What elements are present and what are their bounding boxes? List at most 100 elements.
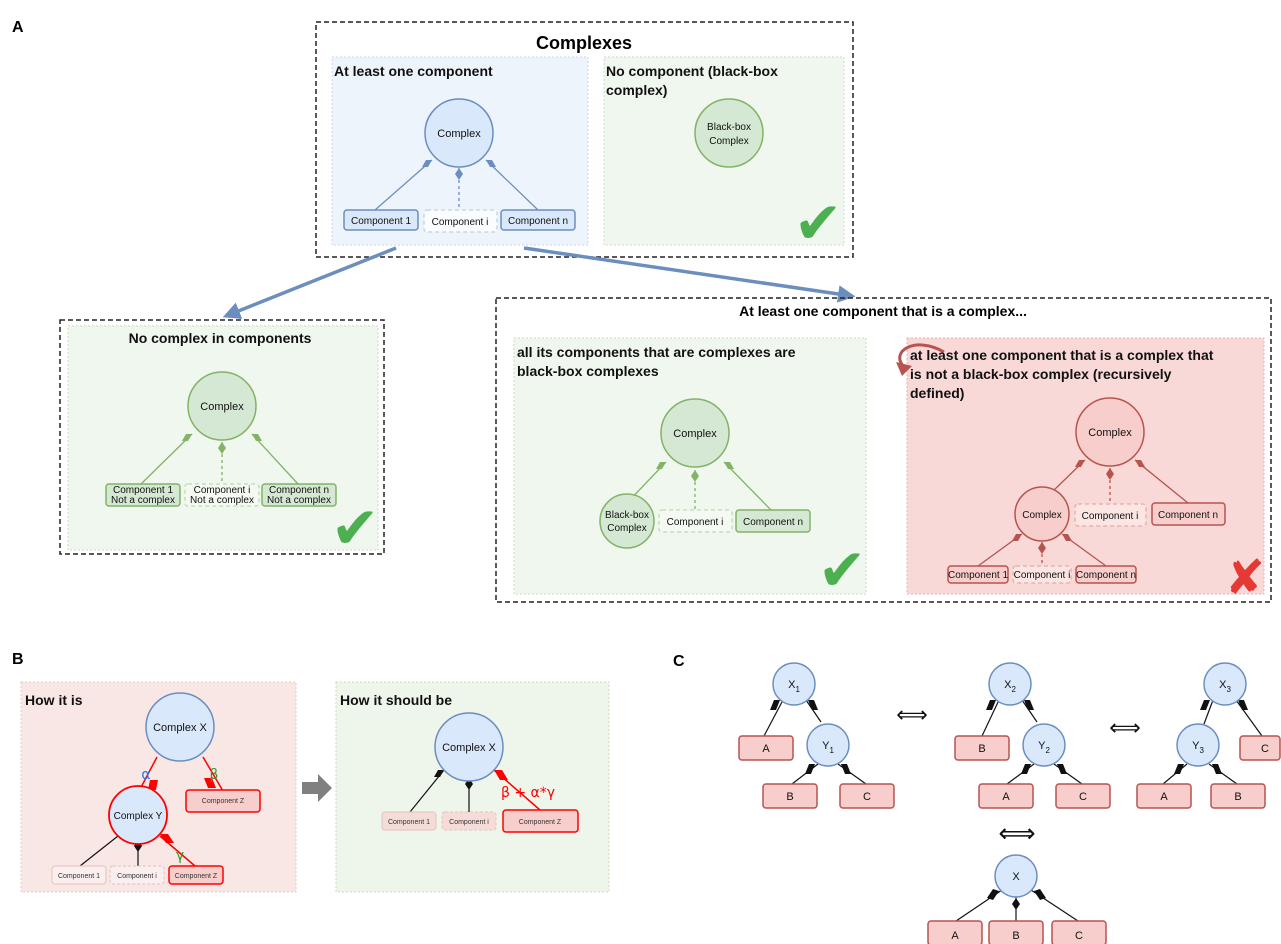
a-box	[927, 920, 983, 944]
component-n-box	[1075, 565, 1137, 584]
complex-node-label: Complex	[200, 401, 244, 413]
a-box	[1136, 783, 1192, 809]
at-least-one-title: At least one component	[334, 63, 493, 79]
c-label: C	[863, 791, 871, 803]
b-label: B	[978, 743, 985, 755]
component-i-box	[1012, 565, 1072, 584]
c-box	[1239, 735, 1281, 761]
complex-node-label: Complex	[1088, 427, 1132, 439]
link-line	[140, 433, 193, 485]
transform-arrow	[302, 774, 332, 802]
blackbox-complex-node	[694, 98, 764, 168]
component-1-label: Component 1	[113, 485, 173, 496]
component-i-label: Component i	[449, 819, 489, 826]
component-z-label: Component Z	[175, 873, 218, 880]
b-box	[762, 783, 818, 809]
link-line	[202, 756, 224, 792]
component-i-box	[658, 509, 733, 533]
complex-x-node	[145, 692, 215, 762]
equivalence-arrow: ⟺	[1109, 716, 1141, 741]
panel-label-a: A	[12, 19, 24, 36]
link-line	[485, 159, 539, 211]
component-1-box	[343, 209, 419, 231]
composition-diamond	[1106, 468, 1114, 480]
c-label: C	[1079, 791, 1087, 803]
beta-weight-diamond	[204, 778, 216, 788]
b-box	[954, 735, 1010, 761]
complex-x-label: Complex X	[153, 722, 207, 734]
composition-diamond	[656, 462, 666, 469]
composition-diamond	[434, 770, 444, 777]
recursive-arrow	[898, 343, 945, 370]
check-mark: ✔	[794, 189, 843, 257]
complex-node-label: Complex	[437, 128, 481, 140]
component-n-box	[1151, 502, 1226, 526]
check-mark: ✔	[818, 536, 867, 604]
how-it-is-title: How it is	[25, 692, 83, 708]
component-i-box	[109, 865, 165, 885]
component-n-box	[735, 509, 811, 533]
complex-x-label: Complex X	[442, 742, 496, 754]
x1-node	[772, 662, 816, 706]
arrow-to-one-complex	[523, 246, 856, 303]
component-i-box	[184, 483, 260, 507]
panel-label-c: C	[673, 653, 685, 670]
composition-diamond	[724, 462, 734, 469]
composition-diamond	[691, 470, 699, 482]
composition-diamond	[1062, 534, 1072, 541]
complex-node-label: Complex	[673, 428, 717, 440]
b-label: B	[786, 791, 793, 803]
component-i-label: Component i	[432, 217, 489, 228]
component-1-box	[947, 565, 1009, 584]
component-i-box	[1074, 503, 1147, 527]
all-blackbox-title-line2: black-box complexes	[517, 363, 659, 379]
component-1-label: Component 1	[58, 873, 100, 880]
component-i-label: Component i	[1082, 511, 1139, 522]
b-label: B	[1012, 930, 1019, 942]
c-box	[1055, 783, 1111, 809]
composition-diamond	[486, 160, 496, 167]
composition-diamond	[1135, 460, 1145, 467]
complex-node	[187, 371, 257, 441]
component-i-label: Component i	[1014, 570, 1071, 581]
composition-diamond	[422, 160, 432, 167]
one-is-complex-title: At least one component that is a complex…	[739, 303, 1027, 319]
y1-node	[806, 723, 850, 767]
composition-diamond	[1012, 534, 1022, 541]
tree-x2	[981, 699, 1083, 785]
link-line	[79, 835, 119, 867]
arrow-to-no-complex	[222, 246, 397, 319]
a-box	[738, 735, 794, 761]
link-line	[723, 461, 772, 511]
a-label: A	[762, 743, 770, 755]
x3-label: X3	[1219, 679, 1231, 694]
not-a-complex-label: Not a complex	[267, 495, 331, 506]
c-label: C	[1261, 743, 1269, 755]
component-n-label: Component n	[508, 216, 568, 227]
component-1-box	[381, 811, 437, 831]
nested-complex-node	[1014, 486, 1070, 542]
b-box	[1210, 783, 1266, 809]
a-box	[978, 783, 1034, 809]
recursive-arrow-head	[896, 362, 912, 376]
y2-label: Y2	[1038, 740, 1050, 755]
component-z-label: Component Z	[202, 798, 245, 805]
component-i-label: Component i	[194, 485, 251, 496]
a-label: A	[951, 930, 959, 942]
complex-node	[660, 398, 730, 468]
blackbox-complex-node	[599, 493, 655, 549]
y2-node	[1022, 723, 1066, 767]
component-1-box	[51, 865, 107, 885]
no-component-title-line2: complex)	[606, 82, 667, 98]
x2-node	[988, 662, 1032, 706]
component-n-label: Component n	[1076, 570, 1136, 581]
y1-label: Y1	[822, 740, 834, 755]
b-label: B	[1234, 791, 1241, 803]
equivalence-arrow: ⟺	[896, 703, 928, 728]
blackbox-label-line1: Black-box	[605, 510, 649, 521]
component-z-box	[168, 865, 224, 885]
link-line	[374, 159, 433, 211]
no-complex-in-components-box	[59, 319, 385, 555]
complex-y-node	[108, 785, 168, 845]
